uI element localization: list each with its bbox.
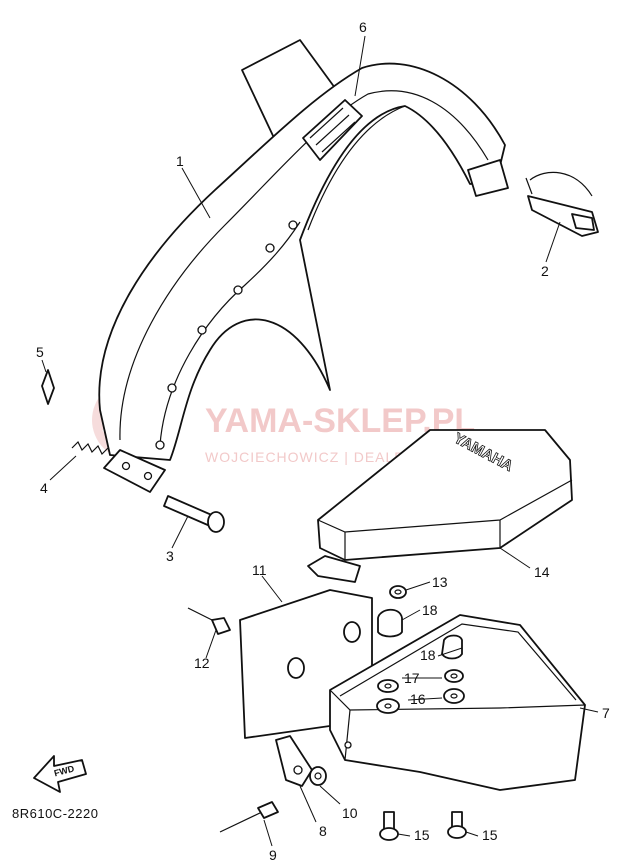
callout-8: 8 [319, 823, 327, 839]
part-12-rivet [187, 607, 231, 635]
part-10-washer [309, 766, 327, 786]
part-9-bolt [219, 801, 279, 833]
callout-2: 2 [541, 263, 549, 279]
callout-18b: 18 [420, 647, 436, 663]
hinge-bracket [103, 449, 166, 493]
callout-15b: 15 [482, 827, 498, 843]
part-13-washer [389, 585, 407, 599]
callout-11: 11 [252, 562, 267, 578]
drawing-code: 8R610C-2220 [12, 806, 98, 821]
part-16-washer-a [376, 698, 400, 714]
part-15-screw-a [379, 811, 399, 841]
callout-16: 16 [410, 691, 426, 707]
callout-12: 12 [194, 655, 210, 671]
part-14-toolbox-lid: YAMAHA [307, 429, 573, 583]
part-8-bracket [275, 735, 313, 787]
callout-18a: 18 [422, 602, 438, 618]
callout-4: 4 [40, 480, 48, 496]
part-3-bolt [163, 495, 225, 533]
part-5-pin [41, 369, 55, 405]
callout-10: 10 [342, 805, 358, 821]
part-6-label-plate [302, 99, 363, 161]
callout-7: 7 [602, 705, 610, 721]
part-4-spring [71, 440, 109, 456]
part-2-latch [525, 171, 599, 237]
callout-3: 3 [166, 548, 174, 564]
callout-15a: 15 [414, 827, 430, 843]
callout-13: 13 [432, 574, 448, 590]
fwd-arrow-icon: FWD [33, 755, 87, 793]
callout-9: 9 [269, 847, 277, 863]
part-1-guard [98, 39, 509, 461]
part-18-nut-upper [377, 608, 403, 638]
part-17-washer-b [444, 669, 464, 683]
part-15-screw-b [447, 811, 467, 839]
part-16-washer-b [443, 688, 465, 704]
callouts: 1 2 3 4 5 6 7 8 9 10 11 12 13 14 15 15 1… [36, 19, 610, 863]
leader-lines [41, 35, 599, 847]
callout-1: 1 [176, 153, 184, 169]
callout-17: 17 [404, 670, 420, 686]
callout-5: 5 [36, 344, 44, 360]
part-18-nut-lower [441, 634, 463, 660]
callout-6: 6 [359, 19, 367, 35]
callout-14: 14 [534, 564, 550, 580]
part-17-washer-a [377, 679, 399, 693]
